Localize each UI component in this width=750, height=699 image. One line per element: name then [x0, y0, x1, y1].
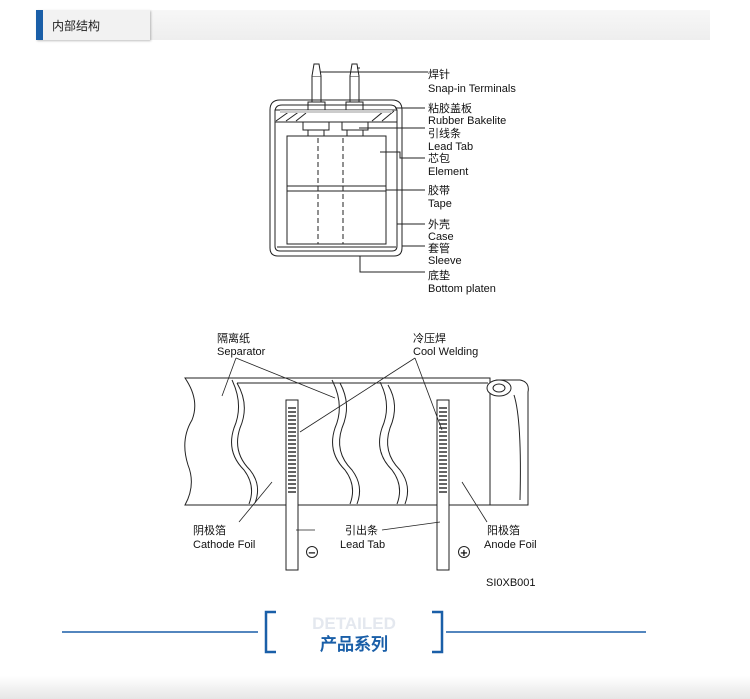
cathode-lead-tab [285, 399, 299, 571]
positive-sign: + [460, 548, 468, 559]
negative-sign: − [308, 548, 316, 559]
section-header-accent [36, 10, 43, 40]
label-welding-en: Cool Welding [413, 346, 478, 358]
label-platen-en: Bottom platen [428, 283, 496, 295]
label-anode-cn: 阳极箔 [487, 523, 520, 537]
page-bottom-shade [0, 676, 750, 699]
label-separator-en: Separator [217, 346, 266, 358]
label-platen-cn: 底垫 [428, 268, 450, 282]
label-terminals-en: Snap-in Terminals [428, 83, 516, 95]
negative-terminal-icon [306, 546, 318, 558]
label-cathode-cn: 阴极箔 [193, 523, 226, 537]
label-tape-cn: 胶带 [428, 183, 450, 197]
capacitor-drawing [269, 63, 428, 273]
label-terminals-cn: 焊针 [428, 67, 450, 81]
label-element-en: Element [428, 166, 468, 178]
label-sleeve-en: Sleeve [428, 255, 462, 267]
footer-banner: DETAILED 产品系列 [62, 610, 646, 655]
label-leadtab2-cn: 引出条 [345, 523, 378, 537]
drawing-code: SI0XB001 [486, 577, 536, 589]
label-leadtab-en: Lead Tab [428, 141, 473, 153]
winding-leaders [221, 357, 488, 531]
label-element-cn: 芯包 [428, 151, 450, 165]
label-sleeve-cn: 套管 [428, 241, 450, 255]
foil-strip-outline [184, 377, 491, 506]
footer-title-cn: 产品系列 [320, 634, 388, 655]
label-leadtab-cn: 引线条 [428, 126, 461, 140]
capacitor-labels: 焊针 Snap-in Terminals 粘胶盖板 Rubber Bakelit… [428, 67, 516, 295]
label-leadtab2-en: Lead Tab [340, 539, 385, 551]
terminal-right [349, 75, 360, 103]
label-case-en: Case [428, 231, 454, 243]
label-bakelite-en: Rubber Bakelite [428, 115, 506, 127]
label-bakelite-cn: 粘胶盖板 [428, 101, 472, 115]
anode-lead-tab [436, 399, 450, 571]
section-title: 内部结构 [52, 19, 101, 33]
lead-tab-weld-marks [288, 407, 447, 493]
winding-drawing [184, 377, 529, 571]
section-header-tab [36, 10, 150, 40]
footer-title-en: DETAILED [312, 614, 396, 633]
case-outline [269, 99, 403, 257]
label-tape-en: Tape [428, 198, 452, 210]
positive-terminal-icon [458, 546, 470, 558]
label-welding-cn: 冷压焊 [413, 331, 446, 345]
label-case-cn: 外壳 [428, 217, 450, 231]
label-anode-en: Anode Foil [484, 539, 537, 551]
terminal-left [311, 75, 322, 103]
tape-band [286, 185, 387, 192]
label-separator-cn: 隔离纸 [217, 331, 250, 345]
label-cathode-en: Cathode Foil [193, 539, 255, 551]
winding-labels: 隔离纸 Separator 冷压焊 Cool Welding 阴极箔 Catho… [193, 331, 537, 589]
